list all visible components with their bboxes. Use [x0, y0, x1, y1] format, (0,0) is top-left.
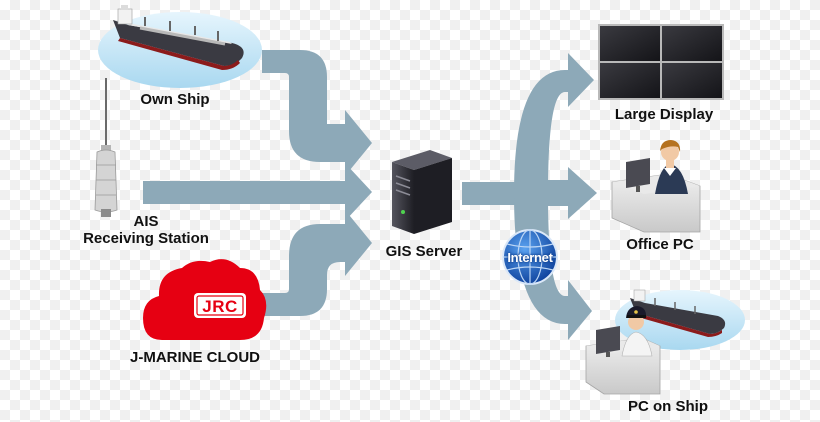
pc-on-ship-illustration — [585, 289, 745, 395]
ship-icon — [113, 5, 244, 70]
office-pc-label: Office PC — [626, 236, 694, 253]
gis-server-label: GIS Server — [385, 243, 463, 260]
internet-label: Internet — [507, 250, 553, 265]
operator-icon — [655, 140, 688, 194]
pc-on-ship-label: PC on Ship — [628, 398, 708, 415]
jrc-logo-text: JRC — [202, 297, 238, 316]
arrow-cloud-to-server — [262, 210, 372, 316]
arrow-ais-to-server — [143, 163, 372, 221]
antenna-icon — [94, 78, 118, 217]
jmarine-cloud-label: J-MARINE CLOUD — [130, 349, 260, 366]
own-ship-label: Own Ship — [140, 91, 210, 108]
ais-label-line1: AIS — [133, 213, 159, 230]
server-icon — [392, 150, 452, 234]
large-display-label: Large Display — [614, 106, 714, 123]
ship-icon — [630, 289, 726, 337]
own-ship-illustration — [98, 5, 262, 88]
ais-label-line2: Receiving Station — [83, 230, 209, 247]
office-pc-illustration — [611, 140, 701, 233]
cloud-icon — [143, 259, 267, 340]
globe-icon — [502, 229, 558, 285]
monitor-wall-icon — [598, 24, 724, 100]
operator-icon — [621, 306, 653, 357]
arrow-own-ship-to-server — [262, 50, 372, 176]
arrow-server-to-clients — [462, 53, 597, 340]
